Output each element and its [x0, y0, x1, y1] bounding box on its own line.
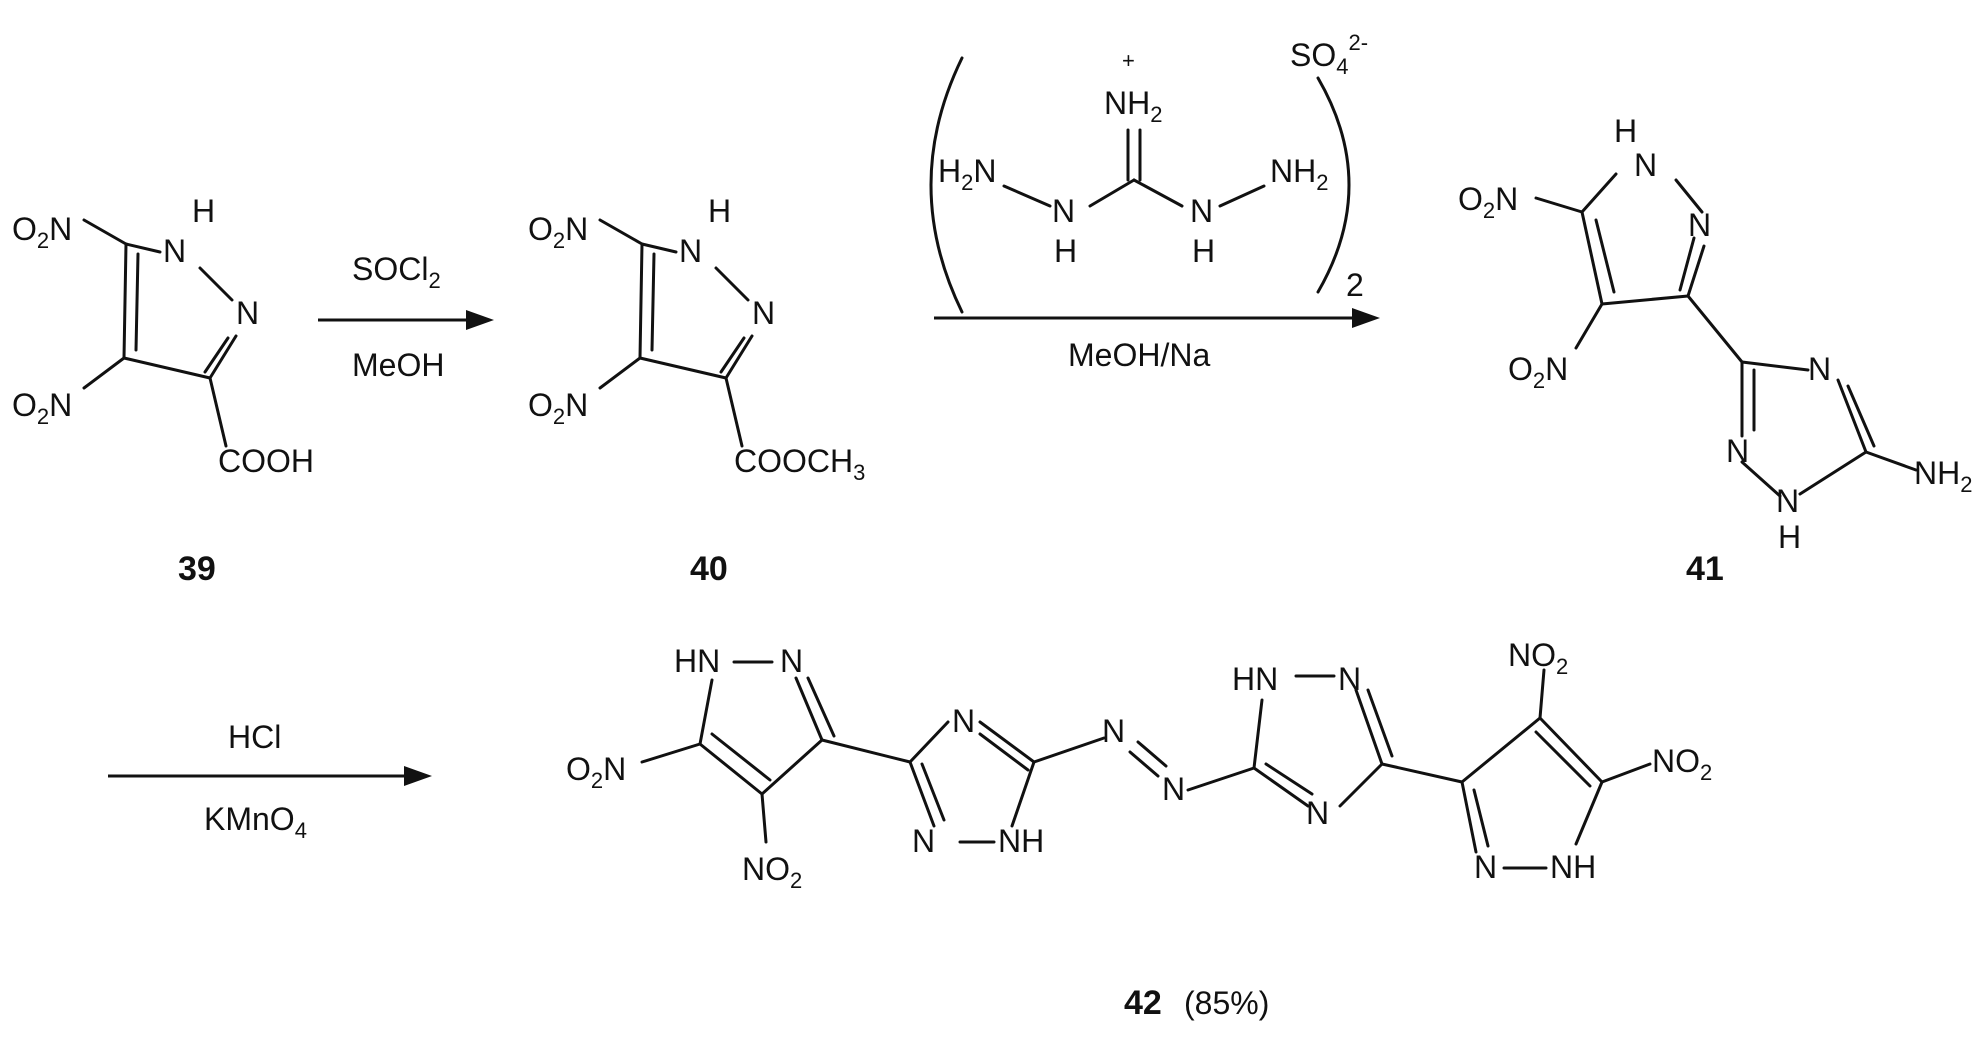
amino-label: NH2 [1914, 455, 1972, 497]
atom-N: N [1776, 483, 1799, 519]
reaction-arrow-3: HCl KMnO4 [108, 719, 432, 843]
atom-N: N [1474, 849, 1497, 885]
nitro-label: O2N [566, 751, 626, 793]
nitro-label: O2N [528, 211, 588, 253]
nitro-label: NO2 [1652, 743, 1712, 785]
compound-number: 39 [178, 550, 216, 588]
atom-NH: NH [998, 823, 1044, 859]
compound-number: 42 [1124, 984, 1162, 1022]
nitro-label: O2N [12, 211, 72, 253]
atom-N: N [163, 233, 186, 269]
atom-N: N [1306, 795, 1329, 831]
atom-N: N [780, 643, 803, 679]
nitro-label: NO2 [742, 851, 802, 893]
atom-N: N [1338, 661, 1361, 697]
compound-39: N H N O2N O2N COOH 39 [12, 193, 314, 588]
iminium-label: NH2 [1104, 85, 1162, 127]
stoichiometry-coefficient: 2 [1346, 267, 1364, 303]
atom-N: N [1726, 433, 1749, 469]
nitro-label: NO2 [1508, 637, 1568, 679]
atom-HN: HN [1232, 661, 1278, 697]
compound-40: N H N O2N O2N COOCH3 40 [528, 193, 865, 588]
atom-H: H [708, 193, 731, 229]
reagent-meoh: MeOH [352, 347, 444, 383]
reagent-socl2: SOCl2 [352, 251, 441, 293]
reaction-arrow-1: SOCl2 MeOH [318, 251, 494, 383]
atom-N: N [1634, 147, 1657, 183]
nitro-label: O2N [1458, 181, 1518, 223]
compound-41: H N N O2N O2N N N N H NH2 41 [1458, 113, 1972, 588]
atom-N: N [1808, 351, 1831, 387]
reagent-kmno4: KMnO4 [204, 801, 307, 843]
atom-N: N [679, 233, 702, 269]
compound-number: 40 [690, 550, 728, 588]
atom-N: N [952, 703, 975, 739]
amine-label-right: NH2 [1270, 153, 1328, 195]
atom-N: N [236, 295, 259, 331]
nitro-label: O2N [12, 387, 72, 429]
carboxyl-label: COOH [218, 443, 314, 479]
azo-N: N [1102, 713, 1125, 749]
atom-N: N [752, 295, 775, 331]
atom-N: N [912, 823, 935, 859]
reagent-meoh-na: MeOH/Na [1068, 337, 1210, 373]
compound-number: 41 [1686, 550, 1724, 588]
atom-NH: NH [1550, 849, 1596, 885]
reagent-hcl: HCl [228, 719, 281, 755]
atom-H: H [1192, 233, 1215, 269]
atom-H: H [192, 193, 215, 229]
atom-N: N [1052, 193, 1075, 229]
nitro-label: O2N [1508, 351, 1568, 393]
charge-plus: + [1122, 48, 1135, 73]
reagent-guanidinium-sulfate: + NH2 H2N NH2 N H N H SO42- 2 [929, 30, 1368, 314]
yield-label: (85%) [1184, 985, 1269, 1021]
atom-N: N [1688, 207, 1711, 243]
atom-N: N [1190, 193, 1213, 229]
atom-H: H [1054, 233, 1077, 269]
compound-42: HN N O2N NO2 N N NH N N HN N N NO2 NO2 N… [566, 637, 1712, 1022]
ester-label: COOCH3 [734, 443, 865, 485]
atom-H: H [1778, 519, 1801, 555]
reaction-arrow-2: MeOH/Na [934, 308, 1380, 373]
sulfate-label: SO42- [1290, 30, 1368, 79]
amine-label-left: H2N [938, 153, 996, 195]
azo-N: N [1162, 771, 1185, 807]
nitro-label: O2N [528, 387, 588, 429]
atom-H: H [1614, 113, 1637, 149]
atom-HN: HN [674, 643, 720, 679]
